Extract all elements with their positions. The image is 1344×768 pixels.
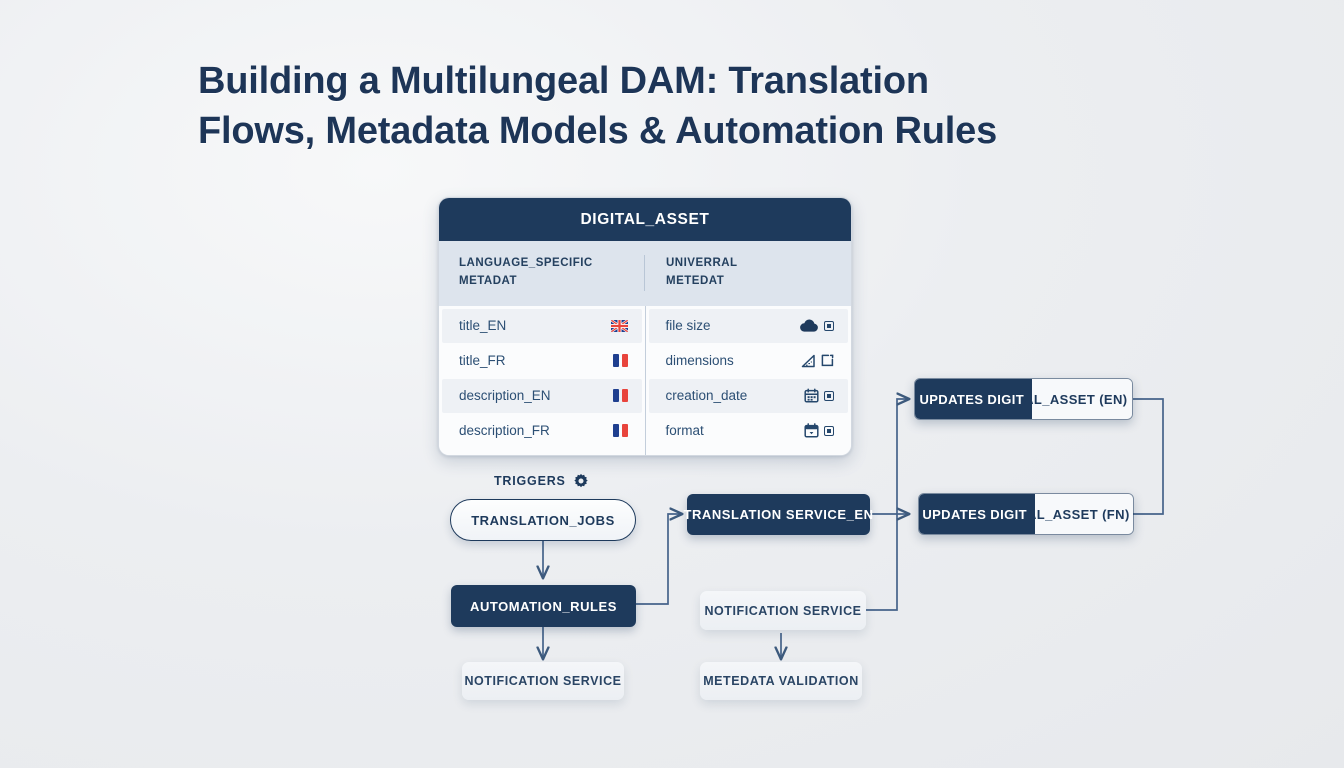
expand-icon [824,320,834,331]
node-label-seg-a: UPDATES DIGIT [919,391,1025,407]
expand-icon [824,425,834,436]
page-title-line-2: Flows, Metadata Models & Automation Rule… [198,110,998,153]
row-label: format [665,423,704,439]
flag-stripe-red [621,354,628,368]
row-label: title_FR [459,353,506,369]
ruler-triangle-icon [801,354,815,367]
uk-flag-icon [610,319,628,332]
flag-stripe-blue [612,389,619,403]
row-label: description_EN [459,388,551,404]
gear-icon [574,473,588,488]
page-title-line-1: Building a Multilungeal DAM: Translation [198,60,929,102]
node-translation-jobs[interactable]: TRANSLATION_JOBS [450,499,636,541]
column-header-row: LANGUAGE_SPECIFIC METADAT UNIVERRAL METE… [439,241,851,306]
node-notification-service-mid[interactable]: NOTIFICATION SERVICE [700,591,866,630]
split-half-light [1032,379,1132,419]
node-label: TRANSLATION_JOBS [471,512,615,528]
column-header-line-1: LANGUAGE_SPECIFIC [459,257,593,269]
node-label: AUTOMATION_RULES [470,598,617,614]
card-title: DIGITAL_ASSET [439,198,851,241]
flag-stripe-blue [612,354,619,368]
fr-flag-icon [612,354,628,368]
table-row[interactable]: format [649,414,849,448]
table-row[interactable]: dimensions [649,344,849,378]
node-label: NOTIFICATION SERVICE [464,674,622,688]
flag-stripe-blue [612,424,619,438]
cloud-icon [800,319,818,332]
column-header-line-2: METEDAT [666,274,725,287]
column-header-line-2: METADAT [459,274,518,287]
column-header-language-specific: LANGUAGE_SPECIFIC METADAT [439,255,644,291]
row-label: file size [665,318,711,334]
row-label: description_FR [459,423,550,439]
calendar-format-icon [804,423,819,438]
fr-flag-icon [612,389,628,403]
node-notification-service-left[interactable]: NOTIFICATION SERVICE [462,662,624,700]
column-header-line-1: UNIVERRAL [666,257,738,269]
table-row[interactable]: file size [648,308,848,343]
row-label: title_EN [459,318,507,334]
node-translation-service-en[interactable]: TRANSLATION SERVICE_EN [683,494,873,535]
node-label: NOTIFICATION SERVICE [704,603,862,618]
row-label: creation_date [665,388,748,404]
table-row[interactable]: description_EN [442,378,642,413]
card-rows: title_EN title_FR de [439,305,852,455]
table-row[interactable]: creation_date [648,378,848,413]
node-label-seg-a: UPDATES DIGIT [922,506,1027,522]
calendar-icon [804,388,819,403]
table-row[interactable]: description_FR [442,414,642,448]
triggers-label: TRIGGERS [494,473,589,489]
row-label: dimensions [665,353,734,369]
column-header-universal: UNIVERRAL METEDAT [644,255,851,291]
table-row[interactable]: title_EN [442,308,642,343]
node-label: TRANSLATION SERVICE_EN [683,507,874,522]
node-label: METEDATA VALIDATION [703,674,859,688]
flag-stripe-red [621,389,628,403]
flag-stripe-red [621,424,628,438]
node-label-seg-b: AL_ASSET (FN) [1026,506,1130,522]
crop-square-icon [821,354,834,367]
triggers-text: TRIGGERS [494,474,566,488]
node-metedata-validation[interactable]: METEDATA VALIDATION [700,662,862,700]
split-half-dark [915,379,1033,419]
fr-flag-icon [612,424,628,438]
page-title: Building a Multilungeal DAM: Translation… [198,56,1098,156]
expand-icon [824,390,834,401]
split-half-light [1034,494,1133,534]
node-automation-rules[interactable]: AUTOMATION_RULES [451,585,636,627]
table-row[interactable]: title_FR [442,344,642,378]
language-specific-column: title_EN title_FR de [439,306,645,455]
uk-flag-icon [610,319,628,332]
digital-asset-card: DIGITAL_ASSET LANGUAGE_SPECIFIC METADAT … [438,197,852,456]
node-label-seg-b: AL_ASSET (EN) [1024,391,1128,407]
universal-metadata-column: file size dimensions [644,305,852,455]
split-half-dark [919,494,1035,534]
